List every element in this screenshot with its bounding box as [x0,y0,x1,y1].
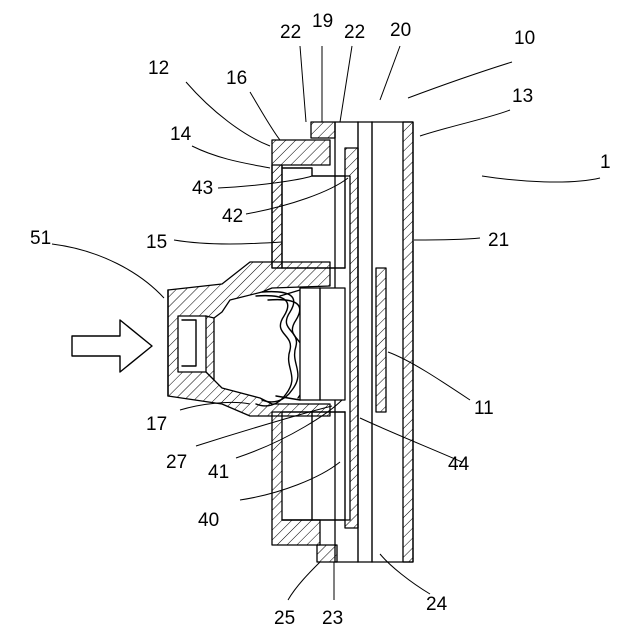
label-43: 43 [192,178,213,199]
label-42: 42 [222,206,243,227]
spring-41 [256,288,345,406]
label-51: 51 [30,228,51,249]
label-1: 1 [600,152,611,173]
label-44: 44 [448,454,470,475]
label-17: 17 [146,414,167,435]
label-19: 19 [312,11,333,32]
label-27: 27 [166,452,187,473]
label-41: 41 [208,462,229,483]
label-25: 25 [274,608,295,629]
label-10: 10 [514,28,535,49]
label-22-right: 22 [344,22,365,43]
label-24: 24 [426,594,448,615]
label-12: 12 [148,58,169,79]
label-15: 15 [146,232,167,253]
label-21: 21 [488,230,509,251]
label-40: 40 [198,510,219,531]
label-16: 16 [226,68,247,89]
label-22-left: 22 [280,22,301,43]
label-13: 13 [512,86,533,107]
label-23: 23 [322,608,343,629]
plate-wall-21 [403,122,413,562]
label-20: 20 [390,20,411,41]
member-11 [376,268,386,412]
bottom-stub [317,545,337,562]
label-11: 11 [474,398,494,419]
label-14: 14 [170,124,192,145]
insertion-arrow [72,320,152,372]
top-stub [311,122,335,138]
